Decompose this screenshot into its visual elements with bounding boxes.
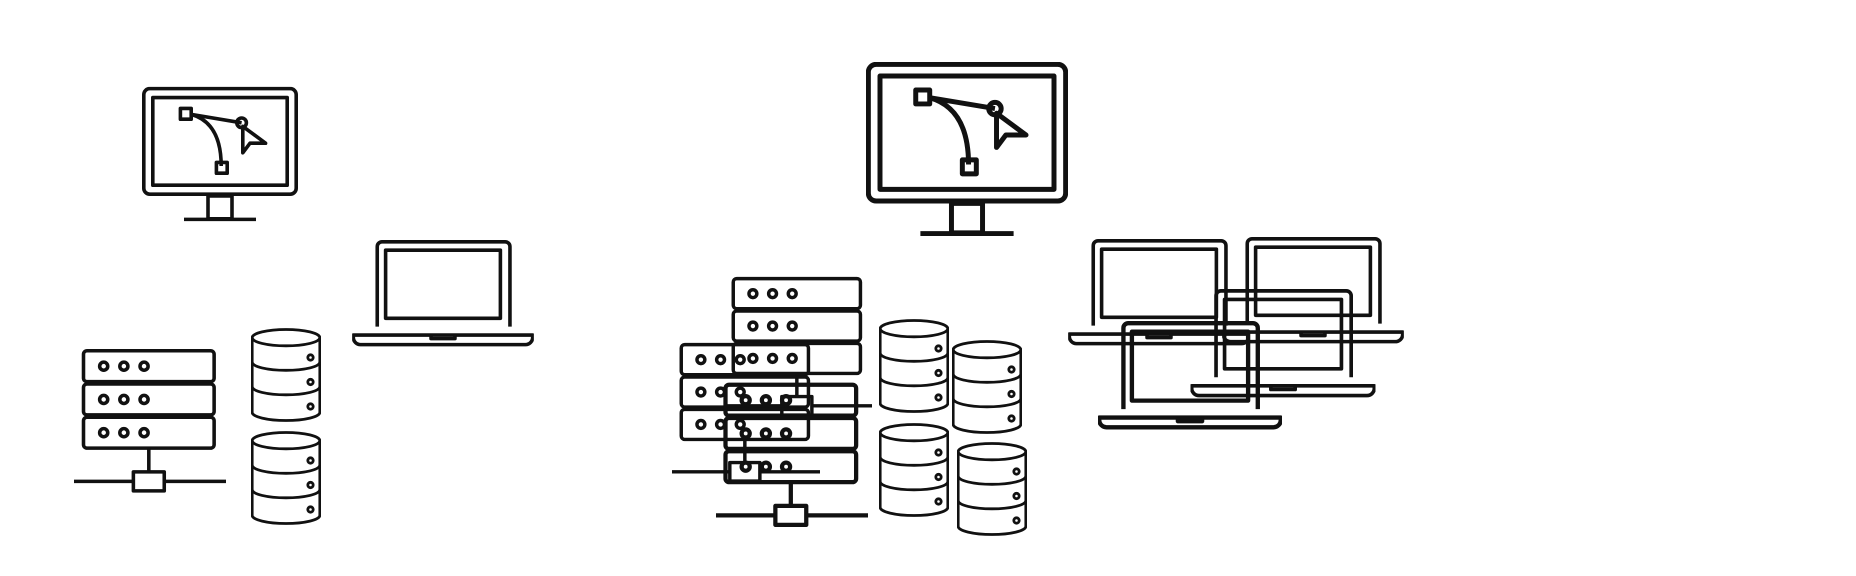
database-cluster-icon [957,441,1027,537]
database-cluster-icon [879,422,949,518]
laptop-icon [352,237,534,347]
laptop-cluster-icon [1098,318,1282,430]
database-cluster-icon [952,339,1022,435]
database-icon [251,327,321,423]
server-network-cluster-icon [716,382,868,530]
server-network-icon [74,348,226,496]
database-icon [251,430,321,526]
database-cluster-icon [879,318,949,414]
monitor-pen-tool-icon [142,86,298,222]
monitor-pen-tool-large-icon [866,62,1068,236]
